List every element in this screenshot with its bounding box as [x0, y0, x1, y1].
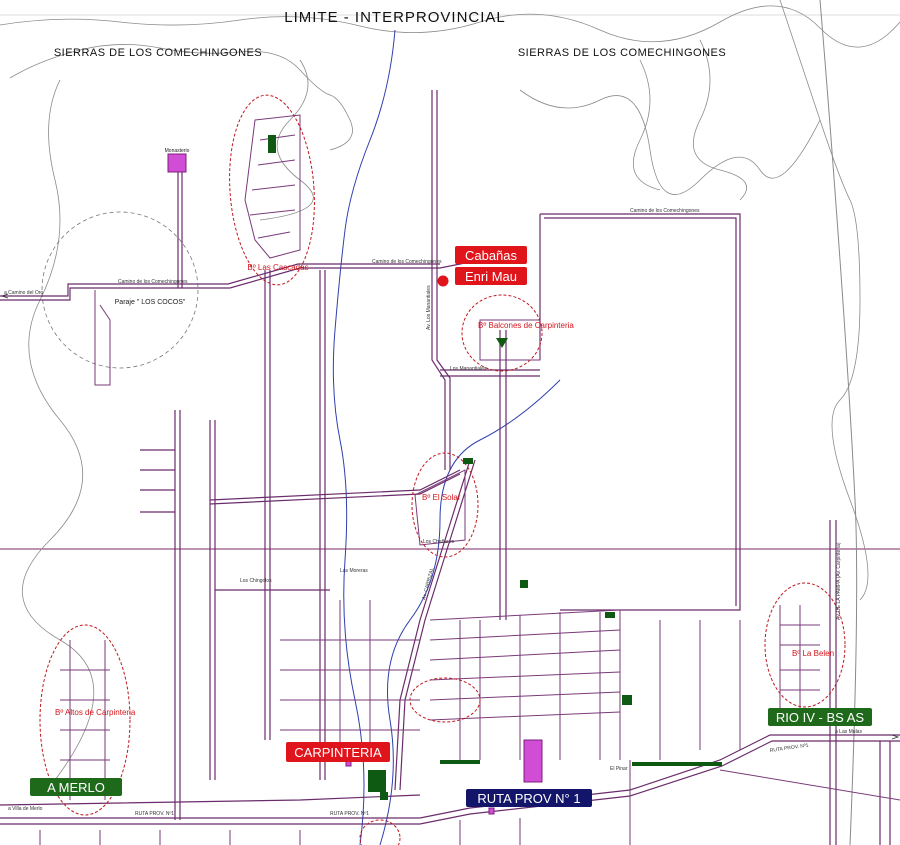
cascadas-label: Bº Las Cascadas: [247, 263, 308, 272]
street-a-las-mulas: a Las Mulas: [835, 729, 862, 735]
cabanas-label-line1: Cabañas: [465, 248, 518, 263]
map-title: LIMITE - INTERPROVINCIAL: [284, 9, 506, 26]
paraje-label: Paraje " LOS COCOS": [115, 299, 186, 306]
street-ruta-prov-2: RUTA PROV. Nº1: [330, 811, 369, 817]
merlo-label-group: A MERLO: [30, 778, 122, 796]
sierras-left-label: SIERRAS DE LOS COMECHINGONES: [54, 47, 262, 59]
zone-belen-outline: [764, 582, 846, 708]
street-el-pinar: El Pinar: [610, 766, 628, 772]
solar-label: Bº El Solar: [422, 493, 461, 502]
street-av-carrizal: Av. CARRIZAL: [421, 567, 435, 601]
street-camino-comechingones: Camino de los Comechingones: [372, 259, 442, 265]
street-av-carpinteria: Av. DE LA PAMPA (Av. Carpinteria): [836, 542, 842, 620]
cabanas-label-group: Cabañas Enri Mau: [455, 246, 527, 285]
altos-label: Bº Altos de Carpinteria: [55, 708, 136, 717]
zone-balcones-outline: [461, 294, 543, 372]
east-arrow-icon: [891, 734, 900, 740]
zone-solar-outline: [411, 452, 479, 558]
monasterio-label: Monasterio: [165, 148, 190, 154]
street-ruta-prov: RUTA PROV. Nº1: [135, 811, 174, 817]
relief-contours: [0, 0, 900, 781]
monasterio-marker: [167, 153, 187, 173]
carpinteria-label: CARPINTERIA: [294, 745, 382, 760]
street-labels: Camino de los Comechingones Camino de lo…: [4, 208, 862, 817]
street-las-moreras: Las Moreras: [340, 568, 368, 574]
ruta-label: RUTA PROV N° 1: [477, 791, 580, 806]
belen-label: Bº La Belen: [792, 649, 834, 658]
cabanas-location-dot: [437, 275, 449, 287]
ruta-label-group: RUTA PROV N° 1: [466, 789, 592, 807]
road-network: [0, 90, 900, 845]
zone-altos-outline: [39, 624, 131, 816]
street-los-chanares: Los Chañares: [423, 539, 455, 545]
street-ruta-prov-3: RUTA PROV. Nº1: [769, 743, 809, 754]
street-camino-comechingones-3: Camino de los Comechingones: [630, 208, 700, 214]
street-los-manantiales: Los Manantiales: [450, 366, 487, 372]
rio-iv-label-group: RIO IV - BS AS: [768, 708, 872, 726]
street-av-manantiales: Av. Los Manantiales: [426, 285, 432, 330]
sierras-right-label: SIERRAS DE LOS COMECHINGONES: [518, 47, 726, 59]
cabanas-label-line2: Enri Mau: [465, 269, 517, 284]
zone-cascadas-outline: [229, 94, 315, 286]
zone-center-outline: [409, 677, 481, 723]
zone-outlines: [39, 94, 846, 845]
street-camino-oro: a Camino del Oro: [4, 290, 43, 296]
street-a-merlo: a Villa de Merlo: [8, 806, 43, 812]
street-los-chingolos: Los Chingolos: [240, 578, 272, 584]
plaza-blocks: [268, 135, 722, 800]
center-pink-marker: [523, 739, 543, 783]
carpinteria-label-group: CARPINTERIA: [286, 742, 390, 762]
west-arrow-icon: [0, 293, 9, 299]
balcones-label: Bº Balcones de Carpinteria: [478, 321, 574, 330]
rio-iv-label: RIO IV - BS AS: [776, 710, 864, 725]
merlo-label: A MERLO: [47, 780, 105, 795]
paraje-ring: [41, 211, 199, 369]
ruta-pink-marker: [488, 807, 495, 815]
zone-bottom-outline: [359, 819, 401, 845]
street-camino-comechingones-2: Camino de los Comechingones: [118, 279, 188, 285]
